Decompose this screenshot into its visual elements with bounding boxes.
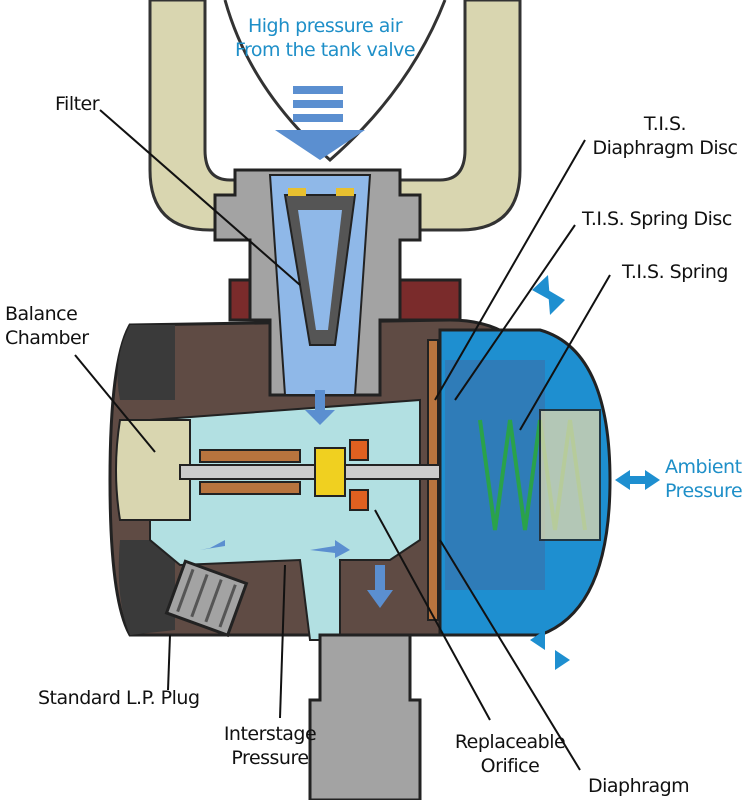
leader-lines [74,109,611,771]
tis-spring-label: T.I.S. Spring [622,261,729,283]
ambient-arrows [530,275,660,670]
balance-chamber-line1: Balance [5,303,78,325]
balance-chamber-label: Balance Chamber [5,302,89,350]
orifice-line1: Replaceable [454,731,566,753]
inlet-label-line2: From the tank valve [234,39,416,61]
poppet [314,447,346,497]
hose-fitting [308,633,422,800]
ambient-line2: Pressure [665,480,743,502]
diaphragm-label: Diaphragm [588,775,690,797]
tis-spring-disc-label: T.I.S. Spring Disc [582,208,732,230]
lp-plug [164,559,249,638]
inlet-arrow [275,86,365,160]
interstage-line2: Pressure [231,747,309,769]
balance-chamber-line2: Chamber [5,327,89,349]
filter-label: Filter [55,93,100,115]
tis-diaphragm-disc-line2: Diaphragm Disc [592,137,738,159]
piston-shaft [179,464,441,480]
interstage-line1: Interstage [223,723,317,745]
replaceable-orifice-label: Replaceable Orifice [450,730,570,778]
balance-chamber [115,419,191,521]
flow-arrows [200,390,393,608]
tis-diaphragm-disc-label: T.I.S. Diaphragm Disc [590,112,740,160]
tis-diaphragm-disc-line1: T.I.S. [643,113,687,135]
inlet-label: High pressure air From the tank valve [215,14,435,62]
ambient-pressure-label: Ambient Pressure [665,455,743,503]
lp-plug-label: Standard L.P. Plug [38,687,200,709]
inlet-label-line1: High pressure air [247,15,403,37]
orifice-line2: Orifice [480,755,540,777]
replaceable-orifice [349,439,369,461]
interstage-pressure-label: Interstage Pressure [215,722,325,770]
ambient-line1: Ambient [665,456,742,478]
